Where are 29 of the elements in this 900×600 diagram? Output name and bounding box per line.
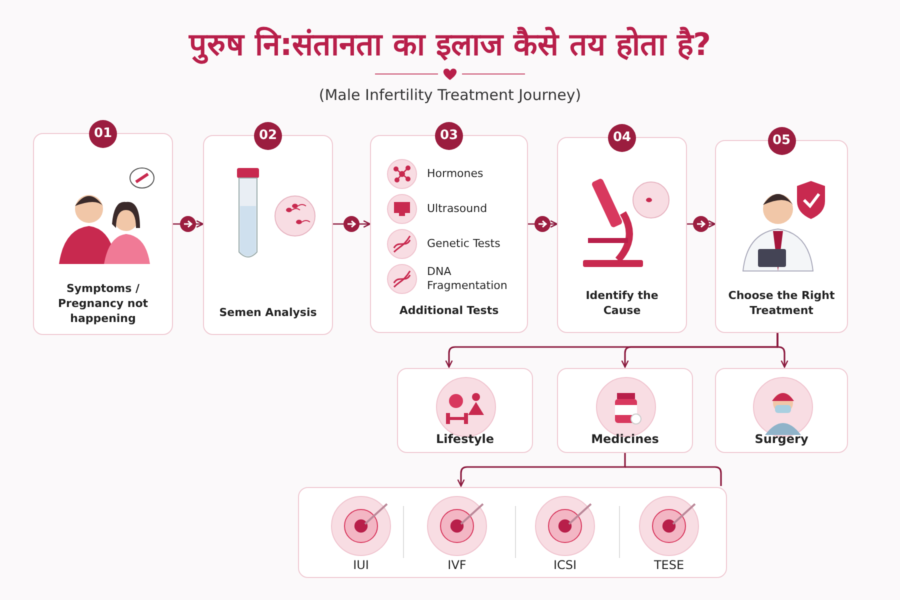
option-card: [557, 368, 693, 453]
arrow: [457, 453, 722, 487]
step-badge: 01: [89, 120, 117, 148]
procedure-name: IVF: [446, 558, 468, 572]
option-label: Lifestyle: [434, 432, 496, 446]
option-label: Medicines: [590, 432, 660, 446]
option-card: [397, 368, 533, 453]
step-label: Additional Tests: [398, 303, 500, 318]
test-name: DNA Fragmentation: [427, 265, 508, 293]
test-name: Genetic Tests: [427, 237, 502, 251]
step-badge: 04: [608, 124, 636, 152]
step-badge: 05: [768, 127, 796, 155]
procedure-name: ICSI: [552, 558, 578, 572]
test-name: Hormones: [427, 167, 484, 181]
subtitle: (Male Infertility Treatment Journey): [318, 86, 582, 104]
procedure-name: IUI: [352, 558, 370, 572]
step-badge: 03: [435, 122, 463, 150]
procedure-name: TESE: [652, 558, 686, 572]
step-label: Identify the Cause: [584, 288, 660, 318]
test-name: Ultrasound: [427, 202, 488, 216]
step-label: Choose the Right Treatment: [727, 288, 836, 318]
procedure-panel: [298, 487, 727, 578]
step-label: Symptoms / Pregnancy not happening: [56, 281, 150, 326]
option-label: Surgery: [754, 432, 810, 446]
option-card: [715, 368, 848, 453]
arrow: [776, 333, 788, 368]
step-label: Semen Analysis: [218, 305, 318, 320]
step-badge: 02: [254, 122, 282, 150]
title: पुरुष नि:संतानता का इलाज कैसे तय होता है?: [188, 26, 712, 64]
